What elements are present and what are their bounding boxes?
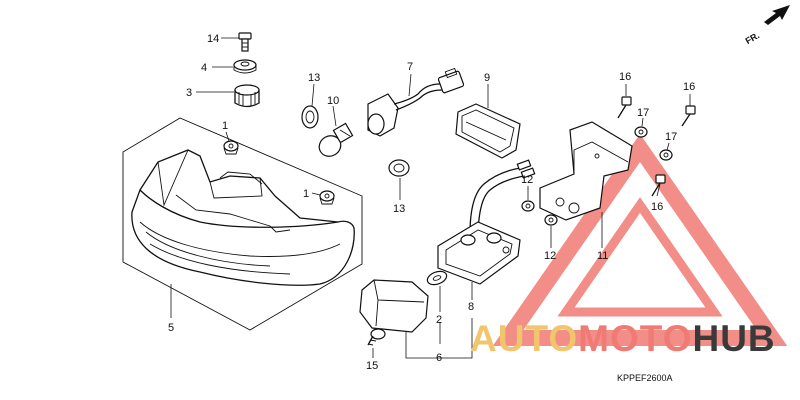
watermark-moto: MOTO — [578, 318, 692, 359]
callout-15: 15 — [366, 360, 378, 372]
socket-gasket-part-13-lower — [388, 159, 410, 177]
callout-16-a: 16 — [619, 71, 631, 83]
socket-gasket-part-13-upper — [301, 105, 319, 129]
nut-part-12-a — [521, 200, 535, 212]
callout-9: 9 — [484, 72, 490, 84]
bolt-part-16-b — [681, 105, 696, 127]
bolt-part-16-a — [617, 96, 632, 119]
license-light-lens-part-6 — [359, 279, 429, 333]
nut-part-12-b — [544, 214, 558, 226]
washer-part-4 — [233, 59, 257, 74]
grommet-part-3 — [234, 84, 260, 108]
callout-5: 5 — [168, 322, 174, 334]
nut-part-1-upper — [223, 140, 239, 155]
callout-16-b: 16 — [683, 81, 695, 93]
callout-11: 11 — [597, 250, 608, 262]
callout-12-lower: 12 — [544, 250, 556, 262]
screw-part-15 — [367, 328, 386, 346]
callout-17-b: 17 — [665, 131, 677, 143]
callout-10: 10 — [327, 95, 339, 107]
callout-2: 2 — [436, 314, 442, 326]
callout-1-upper: 1 — [222, 120, 228, 132]
bulb-part-10 — [318, 122, 354, 157]
diagram-code: KPPEF2600A — [617, 373, 673, 383]
callout-8: 8 — [468, 301, 474, 313]
license-light-base-part-8 — [437, 221, 521, 285]
socket-harness-part-7 — [367, 67, 465, 137]
bolt-part-16-c — [651, 174, 666, 197]
watermark-triangle — [492, 133, 788, 346]
bulb-part-2 — [426, 270, 448, 286]
svg-text:FR.: FR. — [744, 30, 762, 46]
watermark-text: AUTOMOTOHUB — [470, 318, 776, 359]
callout-13-upper: 13 — [308, 72, 320, 84]
callout-13-lower: 13 — [393, 203, 405, 215]
watermark-auto: AUTO — [470, 318, 578, 359]
svg-text:AUTOMOTOHUB: AUTOMOTOHUB — [470, 318, 776, 359]
taillight-assembly — [131, 149, 355, 286]
callout-14: 14 — [207, 33, 219, 45]
front-direction-arrow: FR. — [744, 5, 790, 46]
bolt-part-14 — [238, 32, 252, 52]
nut-part-17-a — [634, 126, 648, 138]
callout-1-lower: 1 — [303, 188, 309, 200]
callout-12-upper: 12 — [521, 174, 533, 186]
callout-4: 4 — [201, 62, 207, 74]
callout-7: 7 — [407, 61, 413, 73]
callout-17-a: 17 — [637, 107, 649, 119]
callout-6: 6 — [436, 352, 442, 364]
taillight-assembly-box — [122, 117, 363, 331]
nut-part-17-b — [659, 149, 673, 161]
reflector-part-9 — [455, 103, 521, 159]
watermark-hub: HUB — [692, 318, 775, 359]
callout-labels: 14 4 3 1 1 13 10 7 9 13 5 8 2 6 15 12 12… — [168, 33, 695, 372]
license-light-wire — [469, 159, 536, 241]
callout-leaders — [170, 37, 691, 359]
license-bracket-part-11 — [539, 121, 633, 221]
nut-part-1-lower — [319, 190, 335, 205]
callout-16-c: 16 — [651, 201, 663, 213]
callout-3: 3 — [186, 87, 192, 99]
